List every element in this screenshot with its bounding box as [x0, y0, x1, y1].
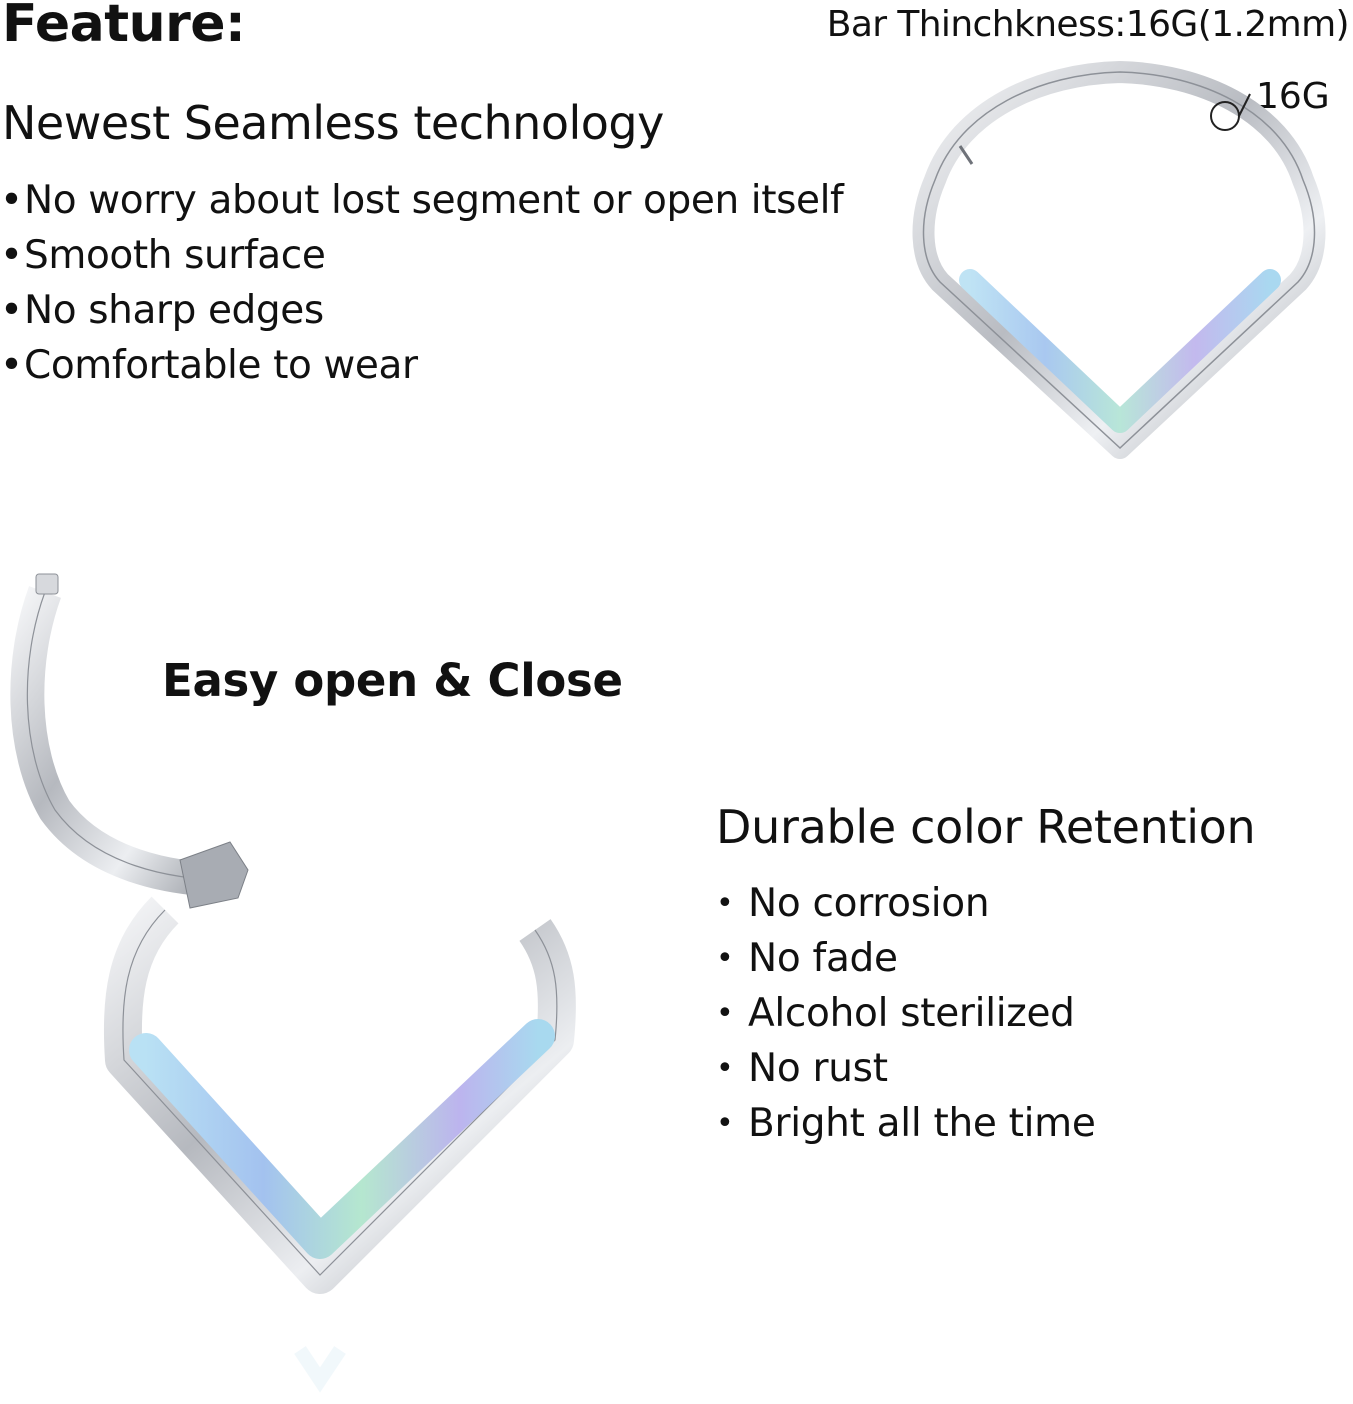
- easy-open-close-label: Easy open & Close: [162, 654, 623, 707]
- list-item: No sharp edges: [0, 283, 843, 338]
- list-item: No worry about lost segment or open itse…: [0, 173, 844, 228]
- list-item: Comfortable to wear: [0, 338, 843, 393]
- gauge-label: 16G: [1256, 76, 1330, 117]
- seamless-title: Newest Seamless technology: [2, 96, 664, 150]
- durable-feature-list: No corrosion No fade Alcohol sterilized …: [716, 876, 1096, 1151]
- open-ring-image: [10, 573, 576, 1393]
- bar-thickness-label: Bar Thinchkness:16G(1.2mm): [826, 4, 1350, 45]
- list-item: Smooth surface: [0, 228, 843, 283]
- durable-title: Durable color Retention: [716, 800, 1256, 854]
- list-item: Alcohol sterilized: [716, 986, 1096, 1041]
- list-item: No fade: [716, 931, 1096, 986]
- feature-heading: Feature:: [2, 0, 246, 54]
- seamless-feature-list: No worry about lost segment or open itse…: [0, 173, 844, 393]
- closed-ring-image: [912, 61, 1326, 459]
- list-item: No corrosion: [716, 876, 1096, 931]
- list-item: Bright all the time: [716, 1096, 1096, 1151]
- list-item: No rust: [716, 1041, 1096, 1096]
